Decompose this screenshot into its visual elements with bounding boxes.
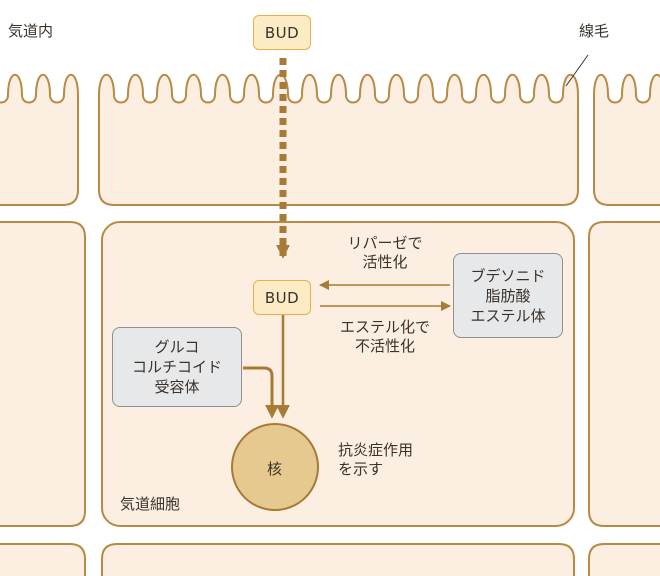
cilia-pointer-line	[565, 54, 589, 87]
airway-lumen-label: 気道内	[8, 22, 54, 40]
side-cell-left	[0, 221, 86, 527]
bud-mid-box: BUD	[253, 280, 311, 315]
airway-cell-label: 気道細胞	[120, 495, 181, 513]
lipase-label: リパーゼで 活性化	[325, 234, 445, 272]
ciliated-cell-right	[593, 74, 660, 206]
anti-inflammatory-label: 抗炎症作用 を示す	[338, 441, 413, 479]
bottom-cell-left	[0, 543, 86, 576]
esterification-label: エステル化で 不活性化	[320, 318, 450, 356]
anti-inflammatory-line1: 抗炎症作用	[338, 441, 414, 459]
nucleus-circle	[231, 423, 319, 511]
ciliated-cell-center	[98, 74, 579, 206]
bud-top-label: BUD	[264, 23, 300, 42]
budesonide-ester-box: ブデソニド 脂肪酸 エステル体	[453, 253, 563, 338]
ciliated-cell-left	[0, 74, 79, 206]
budesonide-line2: 脂肪酸	[485, 286, 531, 305]
receptor-box: グルコ コルチコイド 受容体	[112, 327, 242, 407]
receptor-to-nucleus-arrow	[243, 366, 279, 419]
side-cell-right	[588, 221, 660, 527]
nucleus-label: 核	[267, 460, 283, 478]
receptor-line2: コルチコイド	[131, 358, 222, 376]
esterification-label-line2: 不活性化	[354, 337, 415, 355]
anti-inflammatory-line2: を示す	[338, 460, 384, 478]
receptor-line1: グルコ	[154, 338, 200, 356]
cilia-label: 線毛	[579, 22, 610, 40]
budesonide-line3: エステル体	[470, 306, 546, 325]
lipase-label-line1: リパーゼで	[347, 234, 423, 252]
esterification-label-line1: エステル化で	[339, 318, 430, 336]
bottom-cell-center	[101, 543, 575, 576]
bottom-cell-right	[588, 543, 660, 576]
bud-top-box: BUD	[253, 15, 311, 50]
bud-mid-label: BUD	[264, 288, 300, 307]
receptor-line3: 受容体	[154, 378, 200, 396]
lipase-label-line2: 活性化	[362, 253, 408, 271]
budesonide-line1: ブデソニド	[470, 266, 546, 285]
